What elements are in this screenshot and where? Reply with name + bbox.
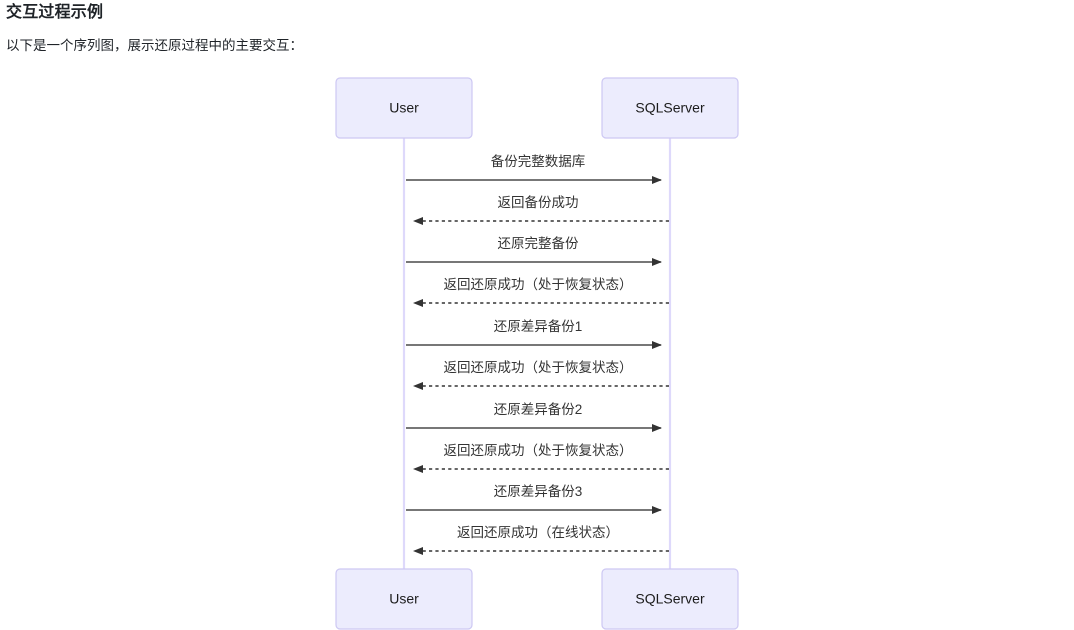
actor-box-sqlserver-top[interactable] (601, 77, 739, 139)
actor-label-sqlserver-top: SQLServer (635, 100, 705, 116)
message-label-6: 返回还原成功（处于恢复状态） (444, 359, 633, 375)
message-label-2: 返回备份成功 (498, 194, 579, 210)
message-label-3: 还原完整备份 (498, 235, 579, 251)
actor-box-user-top[interactable] (335, 77, 473, 139)
actor-label-user-top: User (389, 100, 419, 116)
message-label-1: 备份完整数据库 (491, 153, 586, 169)
actor-box-sqlserver-bottom[interactable] (601, 568, 739, 630)
actor-box-user-bottom[interactable] (335, 568, 473, 630)
message-label-5: 还原差异备份1 (494, 318, 583, 334)
message-label-10: 返回还原成功（在线状态） (457, 525, 619, 540)
actor-label-sqlserver-bottom: SQLServer (635, 591, 705, 607)
actor-label-user-bottom: User (389, 591, 419, 607)
message-label-8: 返回还原成功（处于恢复状态） (444, 442, 633, 458)
message-label-9: 还原差异备份3 (494, 483, 583, 499)
page-title: 交互过程示例 (6, 4, 104, 21)
message-label-7: 还原差异备份2 (494, 401, 583, 417)
page-intro-paragraph: 以下是一个序列图，展示还原过程中的主要交互： (6, 38, 303, 53)
message-label-4: 返回还原成功（处于恢复状态） (444, 276, 633, 292)
